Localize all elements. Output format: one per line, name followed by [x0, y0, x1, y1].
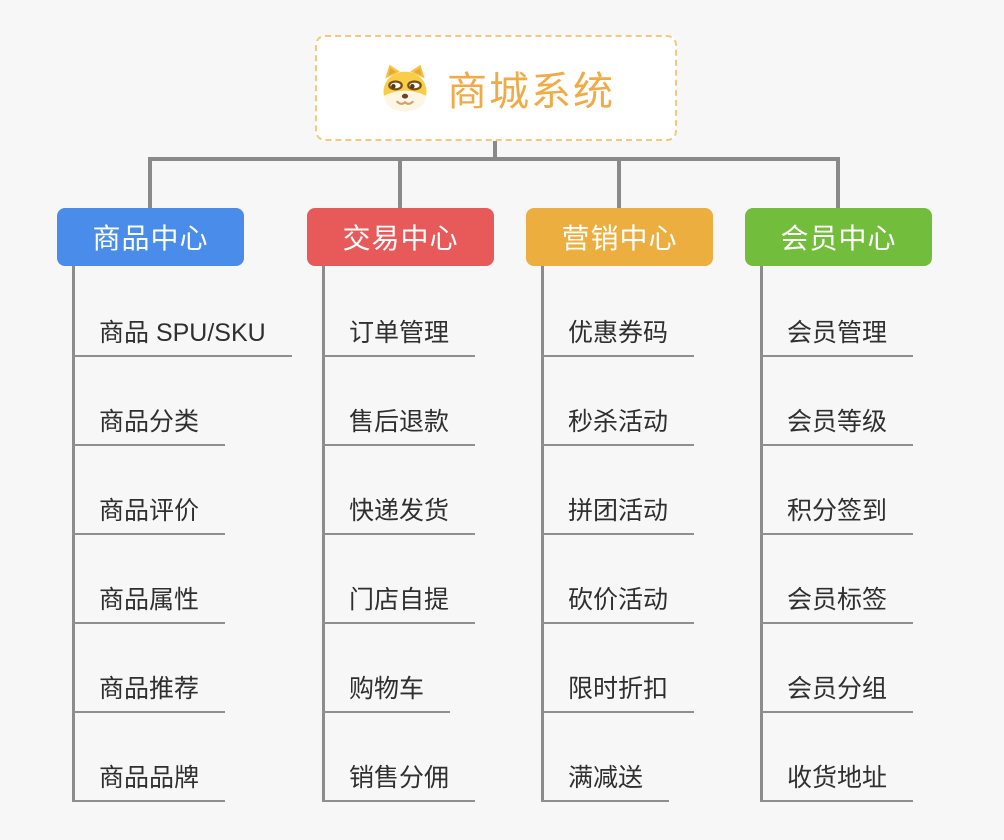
tree-item[interactable]: 会员等级: [760, 406, 914, 446]
connector-drop: [148, 161, 152, 208]
branch-header[interactable]: 商品中心: [57, 208, 244, 266]
tree-item[interactable]: 售后退款: [322, 406, 476, 446]
connector-root-stub: [493, 141, 497, 157]
tree-item[interactable]: 销售分佣: [322, 762, 476, 802]
branch-items: 商品 SPU/SKU 商品分类商品评价商品属性商品推荐商品品牌: [57, 208, 307, 818]
tree-item[interactable]: 积分签到: [760, 495, 914, 535]
tree-item[interactable]: 商品分类: [72, 406, 226, 446]
tree-item[interactable]: 购物车: [322, 673, 451, 713]
branch-header[interactable]: 会员中心: [745, 208, 932, 266]
tree-item[interactable]: 收货地址: [760, 762, 914, 802]
branch-items: 会员管理会员等级积分签到会员标签会员分组收货地址: [745, 208, 995, 818]
tree-item[interactable]: 会员标签: [760, 584, 914, 624]
tree-item[interactable]: 会员分组: [760, 673, 914, 713]
branch-marketing-center: 营销中心 优惠券码秒杀活动拼团活动砍价活动限时折扣满减送: [526, 208, 776, 818]
tree-item[interactable]: 秒杀活动: [541, 406, 695, 446]
branch-header[interactable]: 交易中心: [307, 208, 494, 266]
tree-item[interactable]: 商品属性: [72, 584, 226, 624]
tree-item[interactable]: 拼团活动: [541, 495, 695, 535]
branch-member-center: 会员中心 会员管理会员等级积分签到会员标签会员分组收货地址: [745, 208, 995, 818]
branch-items: 优惠券码秒杀活动拼团活动砍价活动限时折扣满减送: [526, 208, 776, 818]
tree-item[interactable]: 砍价活动: [541, 584, 695, 624]
tree-item[interactable]: 门店自提: [322, 584, 476, 624]
tree-item[interactable]: 限时折扣: [541, 673, 695, 713]
branch-trade-center: 交易中心 订单管理售后退款快递发货门店自提购物车销售分佣: [307, 208, 557, 818]
tree-item[interactable]: 商品品牌: [72, 762, 226, 802]
root-title: 商城系统: [447, 70, 615, 114]
branch-header[interactable]: 营销中心: [526, 208, 713, 266]
connector-drop: [398, 161, 402, 208]
connector-horizontal: [148, 157, 840, 161]
tree-item[interactable]: 满减送: [541, 762, 670, 802]
tree-item[interactable]: 商品评价: [72, 495, 226, 535]
root-node[interactable]: 商城系统: [315, 35, 677, 141]
tree-item[interactable]: 会员管理: [760, 317, 914, 357]
branch-items: 订单管理售后退款快递发货门店自提购物车销售分佣: [307, 208, 557, 818]
dog-face-icon: [383, 64, 427, 112]
tree-item[interactable]: 订单管理: [322, 317, 476, 357]
tree-item[interactable]: 优惠券码: [541, 317, 695, 357]
tree-item[interactable]: 商品推荐: [72, 673, 226, 713]
tree-item[interactable]: 快递发货: [322, 495, 476, 535]
connector-drop: [836, 161, 840, 208]
connector-drop: [617, 161, 621, 208]
tree-item[interactable]: 商品 SPU/SKU: [72, 317, 292, 357]
branch-product-center: 商品中心 商品 SPU/SKU 商品分类商品评价商品属性商品推荐商品品牌: [57, 208, 307, 818]
